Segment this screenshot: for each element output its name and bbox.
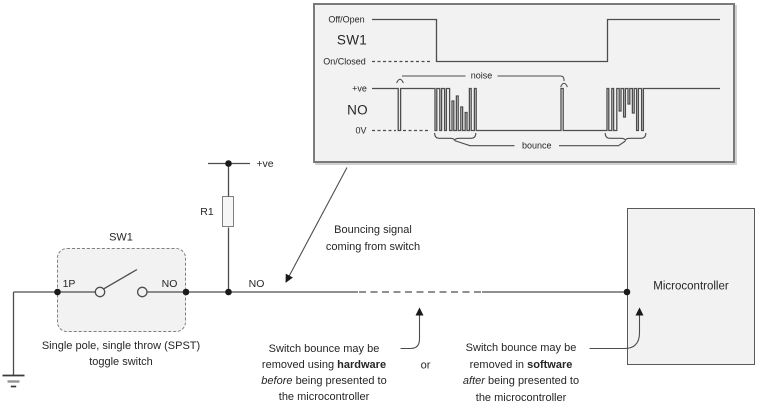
pole-label: 1P [62,277,76,290]
microcontroller-label: Microcontroller [653,280,729,293]
software-note-line1: Switch bounce may be [465,342,577,354]
switch-caption-line2: toggle switch [89,355,153,368]
switch-contacts [94,268,148,298]
ground-icon [2,292,25,388]
waveform-panel [313,3,735,163]
microcontroller-box [627,208,755,365]
switch-caption: Single pole, single throw (SPST) toggle … [42,339,200,370]
software-note-line3: after being presented to [462,375,580,387]
pullup-branch [208,162,250,292]
software-note: Switch bounce may be removed in software… [463,340,579,406]
bouncing-signal-line1: Bouncing signal [334,224,412,236]
sw1-low-label: On/Closed [323,56,366,67]
hardware-note-line4: the microcontroller [278,390,370,403]
no-high-label: +ve [352,83,367,94]
bounce-label: bounce [522,140,552,151]
junction-dots [54,160,631,296]
no-low-label: 0V [355,125,367,136]
software-note-line4: the microcontroller [475,391,567,404]
hardware-note-line1: Switch bounce may be [268,342,380,355]
throw-label: NO [161,277,178,290]
switch-dashed-outline [57,248,186,332]
no-waveform [372,87,720,132]
software-arrow [589,307,644,350]
hardware-note-line2: removed using hardware [261,358,387,371]
sw1-waveform [372,18,720,63]
node-label: NO [248,277,265,290]
bouncing-signal-line2: coming from switch [325,240,421,253]
noise-label: noise [470,70,493,80]
hardware-arrow [400,307,424,350]
switch-caption-line1: Single pole, single throw (SPST) [41,340,201,352]
sw1-trace-label: SW1 [336,31,368,47]
software-note-line2: removed in software [469,358,573,371]
or-label: or [420,359,431,372]
noise-span [396,75,568,88]
resistor-label: R1 [200,205,214,218]
hardware-note-line3: before being presented to [261,374,387,387]
bounce-braces [434,132,647,147]
sw1-high-label: Off/Open [328,14,365,24]
switch-name-label: SW1 [109,231,133,243]
no-trace-label: NO [347,102,368,118]
hardware-note: Switch bounce may be removed using hardw… [261,341,386,405]
bouncing-signal-arrow [285,167,348,283]
bouncing-signal-note: Bouncing signal coming from switch [326,222,420,255]
supply-label: +ve [256,157,274,170]
